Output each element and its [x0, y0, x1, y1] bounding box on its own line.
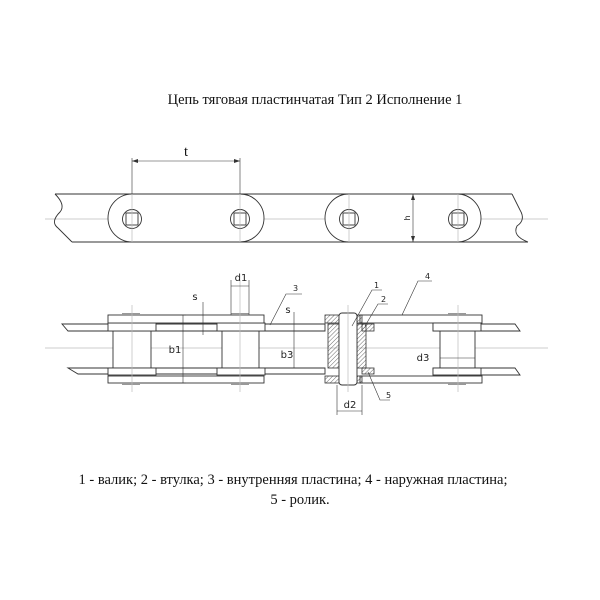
callout-3: 3: [293, 284, 298, 293]
legend-line-1: 1 - валик; 2 - втулка; 3 - внутренняя пл…: [79, 472, 508, 488]
callout-2: 2: [381, 295, 386, 304]
legend-line-2: 5 - ролик.: [270, 492, 329, 508]
outer-plate-bottom: [107, 375, 265, 384]
dim-s-inner: s: [285, 305, 290, 316]
dim-t: t: [184, 144, 188, 160]
sectioned-joint: [324, 305, 375, 392]
callout-4: 4: [425, 272, 430, 281]
dim-d2: d2: [344, 400, 357, 411]
callout-1: 1: [374, 281, 379, 290]
roller: [439, 330, 476, 369]
dim-h: h: [403, 215, 412, 220]
inner-plate: [107, 193, 265, 243]
dim-d1: d1: [235, 273, 248, 284]
callout-5: 5: [386, 391, 391, 400]
outer-plate: [324, 193, 482, 243]
chain-side-view: t h: [45, 144, 548, 243]
dim-b1: b1: [169, 345, 182, 356]
dim-b3: b3: [281, 350, 294, 361]
roller: [221, 330, 260, 369]
drawing-title: Цепь тяговая пластинчатая Тип 2 Исполнен…: [168, 92, 463, 108]
outer-plate-top: [107, 314, 265, 324]
dim-s-outer: s: [192, 292, 197, 303]
dim-d3: d3: [417, 353, 430, 364]
chain-plan-view: d1 s b1 s b3 d2 d3 3 1 2 4 5: [45, 272, 548, 415]
